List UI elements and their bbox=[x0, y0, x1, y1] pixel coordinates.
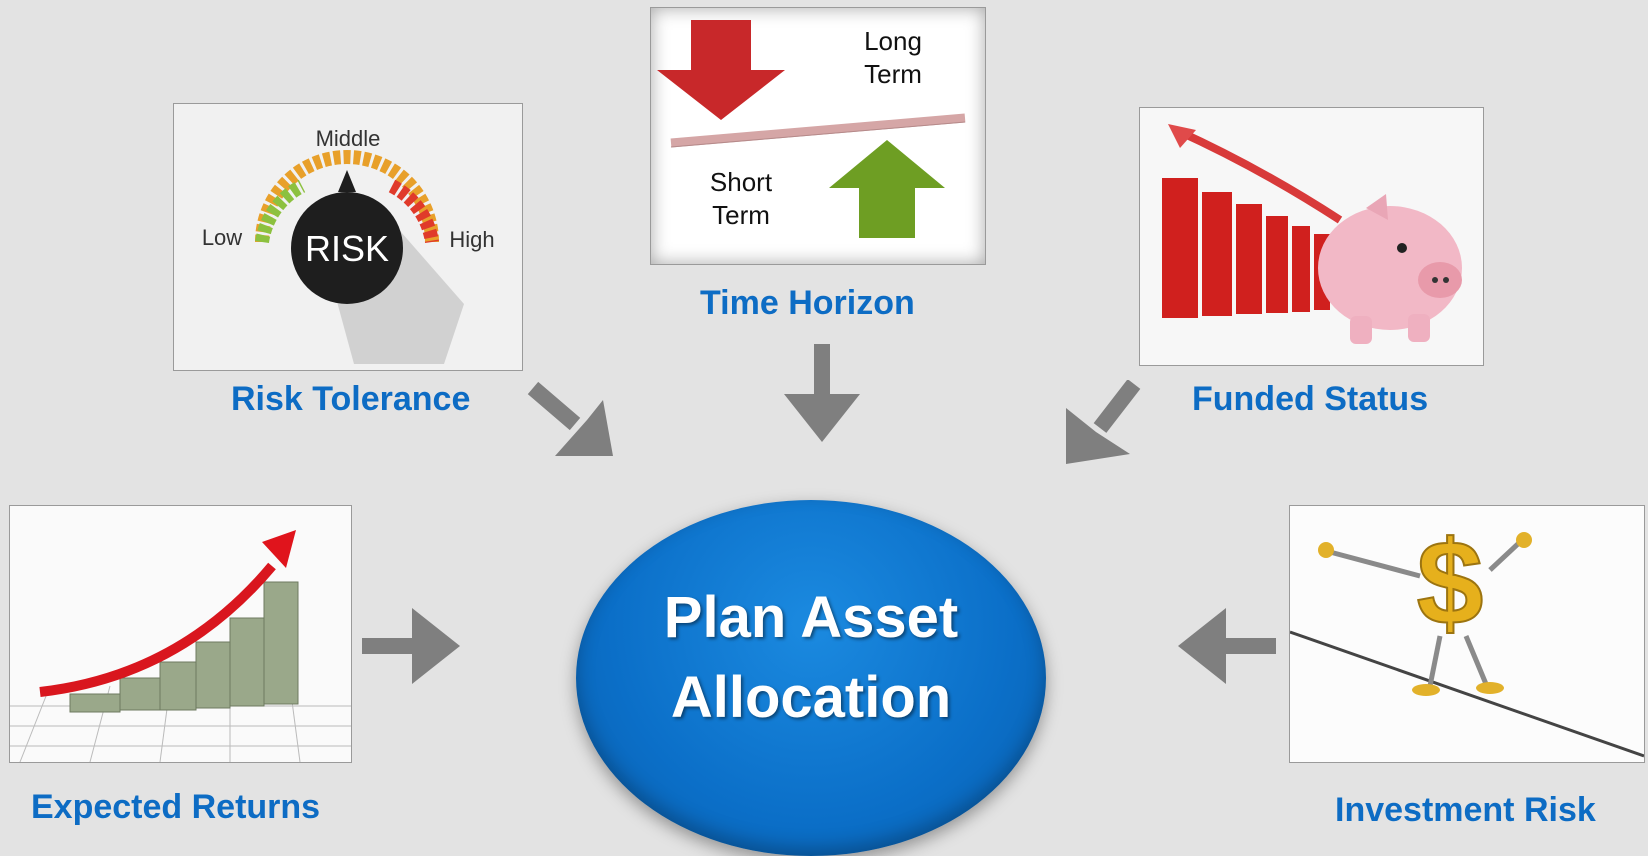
arrow-down-right-icon bbox=[527, 381, 613, 456]
arrow-down-left-icon bbox=[1066, 380, 1141, 464]
svg-text:Short: Short bbox=[710, 167, 773, 197]
time-horizon-image: Long Term Short Term bbox=[651, 8, 985, 264]
down-arrow-icon bbox=[657, 20, 785, 120]
dollar-tightrope-walker-icon: $ bbox=[1318, 515, 1532, 696]
expected-returns-label: Expected Returns bbox=[31, 788, 321, 826]
trend-up-arrow-icon bbox=[262, 530, 296, 568]
svg-text:Low: Low bbox=[202, 225, 242, 250]
arrow-right-icon bbox=[362, 608, 460, 684]
svg-text:Term: Term bbox=[712, 200, 770, 230]
arrow-left-icon bbox=[1178, 608, 1276, 684]
risk-knob bbox=[291, 192, 403, 304]
money-stairs-icon bbox=[69, 581, 299, 713]
center-title-line2: Allocation bbox=[670, 665, 952, 730]
declining-bars-icon bbox=[1162, 178, 1330, 318]
expected-returns-image bbox=[10, 506, 351, 762]
arrow-down-icon bbox=[784, 344, 860, 442]
risk-tolerance-image: RISK Middle Low High bbox=[174, 104, 522, 370]
piggy-bank-icon bbox=[1318, 194, 1462, 344]
time-horizon-label: Time Horizon bbox=[700, 284, 915, 322]
up-arrow-icon bbox=[829, 140, 945, 238]
investment-risk-image: $ bbox=[1290, 506, 1644, 762]
plan-asset-allocation-ellipse: Plan Asset Allocation bbox=[576, 500, 1046, 856]
funded-status-label: Funded Status bbox=[1192, 380, 1429, 418]
risk-tolerance-label: Risk Tolerance bbox=[231, 380, 471, 418]
center-title-line1: Plan Asset bbox=[663, 585, 959, 650]
svg-text:Middle: Middle bbox=[316, 126, 381, 151]
svg-text:Long: Long bbox=[864, 26, 922, 56]
funded-status-image bbox=[1140, 108, 1483, 365]
svg-text:High: High bbox=[449, 227, 494, 252]
svg-text:RISK: RISK bbox=[305, 228, 389, 269]
svg-text:$: $ bbox=[1417, 516, 1484, 650]
svg-text:Term: Term bbox=[864, 59, 922, 89]
investment-risk-label: Investment Risk bbox=[1335, 791, 1596, 829]
